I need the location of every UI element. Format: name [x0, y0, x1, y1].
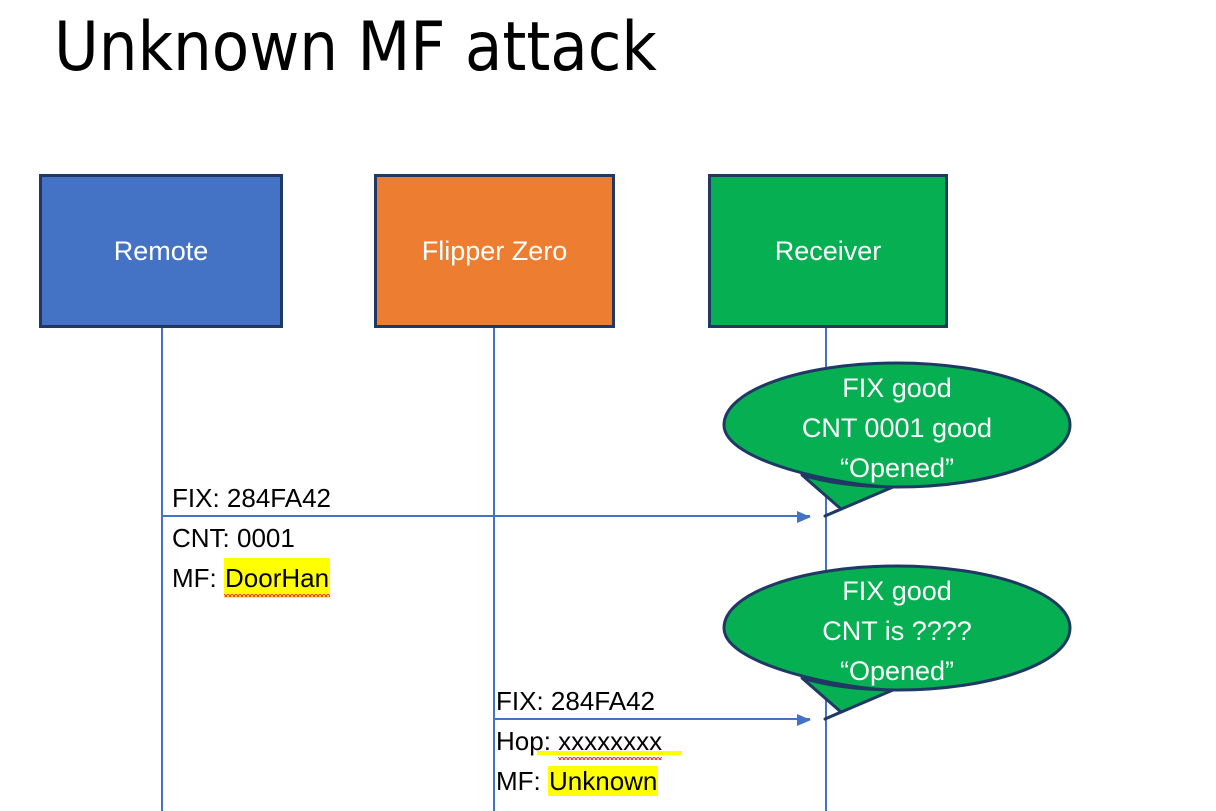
- actor-box-receiver[interactable]: Receiver: [708, 174, 948, 328]
- message-2-line-3: MF: Unknown: [496, 761, 659, 801]
- lifeline-flipper: [493, 328, 495, 811]
- lifeline-remote: [161, 328, 163, 811]
- lifeline-receiver: [825, 328, 827, 811]
- speech-balloon-1-shape: [722, 361, 1072, 518]
- message-2-line-2: Hop: xxxxxxxx: [496, 721, 663, 761]
- message-2-line-2-value: xxxxxxxx: [558, 721, 663, 761]
- speech-balloon-1[interactable]: FIX good CNT 0001 good “Opened”: [722, 361, 1072, 518]
- actor-label-receiver: Receiver: [774, 236, 882, 266]
- message-1-line-3-value: DoorHan: [224, 558, 331, 598]
- message-2-line-1: FIX: 284FA42: [496, 681, 655, 721]
- actor-box-flipper[interactable]: Flipper Zero: [374, 174, 615, 328]
- speech-balloon-2[interactable]: FIX good CNT is ???? “Opened”: [722, 564, 1072, 721]
- message-2-line-2-highlight-strip: [537, 751, 682, 755]
- message-1-line-1-value: 284FA42: [226, 483, 331, 513]
- message-1-line-2: CNT: 0001: [172, 518, 295, 558]
- message-1-line-3-label: MF:: [172, 563, 224, 593]
- speech-balloon-2-shape: [722, 564, 1072, 721]
- message-2-line-1-value: 284FA42: [550, 686, 655, 716]
- message-1-line-1-label: FIX:: [172, 483, 227, 513]
- message-1-line-2-value: 0001: [237, 523, 295, 553]
- actor-box-remote[interactable]: Remote: [39, 174, 283, 328]
- message-arrow-remote-to-receiver: [162, 511, 811, 523]
- message-1-line-2-label: CNT:: [172, 523, 237, 553]
- message-1-line-3: MF: DoorHan: [172, 558, 331, 598]
- actor-label-remote: Remote: [113, 236, 209, 266]
- message-2-line-1-label: FIX:: [496, 686, 551, 716]
- page-title: Unknown MF attack: [54, 8, 657, 87]
- actor-label-flipper: Flipper Zero: [421, 236, 568, 266]
- message-2-line-3-value: Unknown: [548, 766, 659, 796]
- message-arrow-flipper-to-receiver: [494, 714, 811, 726]
- message-1-line-1: FIX: 284FA42: [172, 478, 331, 518]
- message-2-line-3-label: MF:: [496, 766, 548, 796]
